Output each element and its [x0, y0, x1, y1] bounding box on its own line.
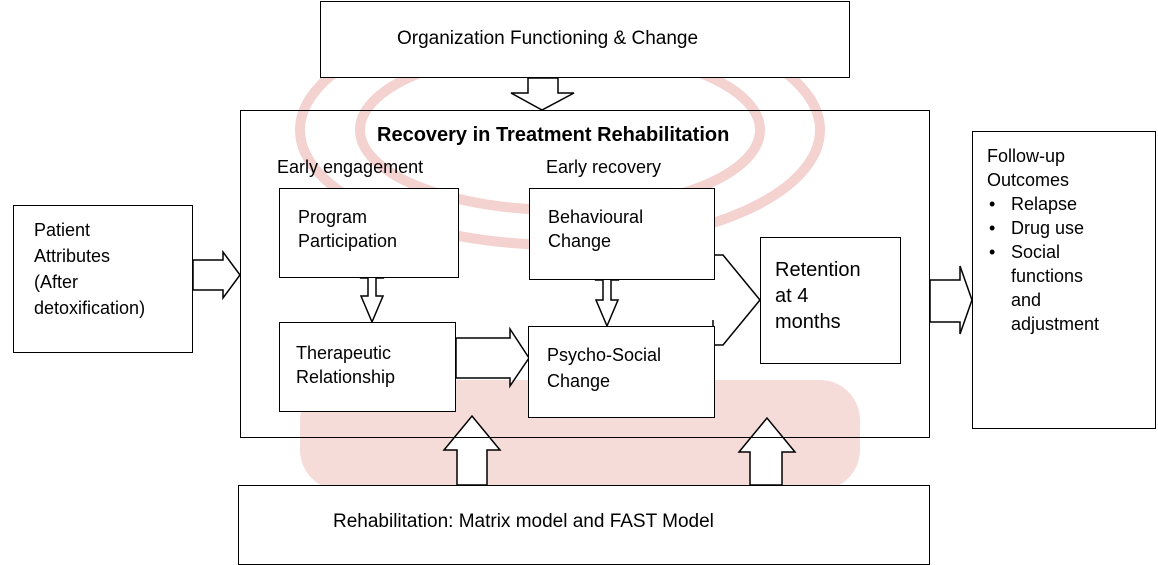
- program-participation-box: Program Participation: [279, 188, 459, 278]
- behavioural-line-2: Change: [548, 231, 612, 251]
- retention-line-1: Retention: [775, 259, 861, 281]
- retention-box: Retention at 4 months: [760, 237, 901, 364]
- retention-line-2: at 4: [775, 285, 809, 307]
- rehabilitation-box: Rehabilitation: Matrix model and FAST Mo…: [238, 485, 930, 565]
- rehabilitation-label: Rehabilitation: Matrix model and FAST Mo…: [333, 511, 714, 532]
- patient-line-2: Attributes: [34, 246, 111, 266]
- early-engagement-label: Early engagement: [277, 157, 424, 177]
- psycho-social-change-box: Psycho-Social Change: [528, 326, 715, 418]
- behavioural-line-1: Behavioural: [548, 207, 644, 227]
- outcome-adjustment: adjustment: [1011, 314, 1100, 334]
- psycho-line-2: Change: [547, 371, 611, 391]
- right-arrow-followup: [929, 265, 973, 335]
- outcome-drug-use: •Drug use: [989, 218, 1085, 238]
- patient-line-3: (After: [34, 272, 79, 292]
- organization-label: Organization Functioning & Change: [397, 28, 699, 49]
- arrows-layer: [192, 77, 973, 486]
- early-recovery-label: Early recovery: [546, 157, 662, 177]
- patient-attributes-box: Patient Attributes (After detoxification…: [13, 205, 193, 353]
- outcome-and: and: [1011, 290, 1042, 310]
- up-arrow-right: [737, 416, 797, 486]
- up-arrow-left: [442, 414, 502, 486]
- behavioural-change-box: Behavioural Change: [529, 188, 715, 280]
- program-line-2: Participation: [298, 231, 398, 251]
- outcome-relapse: •Relapse: [989, 194, 1078, 214]
- right-arrow-patient: [192, 249, 241, 301]
- program-line-1: Program: [298, 207, 368, 227]
- down-arrow-org: [510, 77, 575, 111]
- patient-line-4: detoxification): [34, 298, 146, 318]
- followup-title-line-1: Follow-up: [987, 146, 1066, 166]
- therapeutic-line-2: Relationship: [296, 367, 396, 387]
- outcome-functions: functions: [1011, 266, 1084, 286]
- outcome-social: •Social: [989, 242, 1061, 262]
- therapeutic-line-1: Therapeutic: [296, 343, 392, 363]
- retention-line-3: months: [775, 311, 841, 333]
- patient-line-1: Patient: [34, 220, 91, 240]
- outcomes-list: •Relapse •Drug use •Social functions and…: [987, 192, 1099, 336]
- recovery-main-box: Recovery in Treatment Rehabilitation Ear…: [240, 110, 930, 438]
- organization-box: Organization Functioning & Change: [320, 1, 850, 78]
- main-title: Recovery in Treatment Rehabilitation: [377, 124, 730, 146]
- right-arrow-therapeutic: [455, 326, 530, 389]
- therapeutic-relationship-box: Therapeutic Relationship: [279, 322, 456, 412]
- followup-outcomes-box: Follow-up Outcomes •Relapse •Drug use •S…: [972, 131, 1156, 429]
- followup-title-line-2: Outcomes: [987, 170, 1070, 190]
- psycho-line-1: Psycho-Social: [547, 345, 662, 365]
